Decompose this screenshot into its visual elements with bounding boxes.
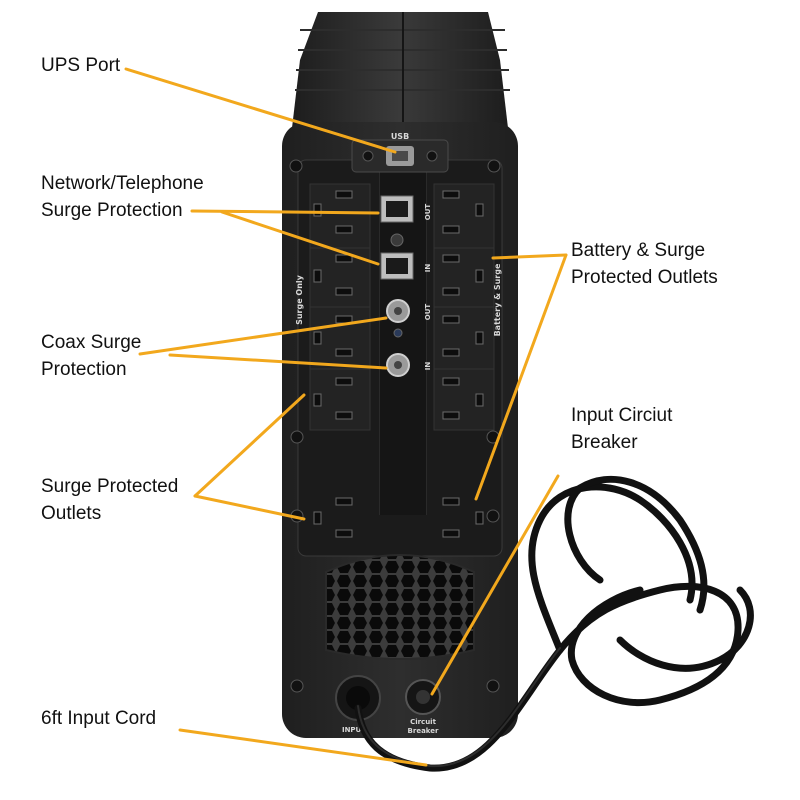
callout-circuit-breaker: Input Circiut Breaker xyxy=(571,402,672,456)
screws xyxy=(289,159,501,693)
network-out-label: OUT xyxy=(424,204,432,221)
callout-coax-line2: Protection xyxy=(41,359,127,380)
leader-coax-out xyxy=(138,316,388,356)
usb-port: USB xyxy=(351,132,449,173)
network-in-label: IN xyxy=(424,264,432,273)
input-label: INPUT xyxy=(342,726,366,734)
leader-battery-upper xyxy=(491,253,568,260)
leader-surge-lower xyxy=(193,494,306,521)
callout-network-line1: Network/Telephone xyxy=(41,173,204,194)
callout-battery-outlets-line1: Battery & Surge xyxy=(571,240,706,261)
coax-connectors: OUT IN xyxy=(386,299,432,377)
leader-network-in xyxy=(220,210,380,266)
callout-circuit-breaker-line2: Breaker xyxy=(571,432,638,453)
surge-only-outlets: Surge Only xyxy=(295,183,371,538)
leader-ups-port xyxy=(124,67,397,154)
circuit-breaker: Circuit Breaker xyxy=(405,679,441,735)
network-jacks: OUT IN xyxy=(380,195,432,280)
leader-coax-in xyxy=(168,353,388,370)
callout-surge-outlets-line1: Surge Protected xyxy=(41,476,179,497)
callout-ups-port: UPS Port xyxy=(41,52,120,79)
callout-input-cord-line1: 6ft Input Cord xyxy=(41,708,157,729)
leader-lines xyxy=(124,67,568,767)
callout-battery-outlets: Battery & Surge Protected Outlets xyxy=(571,237,718,291)
coax-in-label: IN xyxy=(424,362,432,371)
callout-surge-outlets: Surge Protected Outlets xyxy=(41,473,178,527)
circuit-label: Circuit xyxy=(410,718,437,726)
callout-circuit-breaker-line1: Input Circiut xyxy=(571,405,673,426)
callout-network-line2: Surge Protection xyxy=(41,200,183,221)
callout-coax-line1: Coax Surge xyxy=(41,332,142,353)
leader-circuit-breaker xyxy=(430,474,560,696)
battery-surge-outlets: Battery & Surge xyxy=(433,183,502,538)
leader-surge-upper xyxy=(193,393,306,498)
usb-label: USB xyxy=(391,132,409,141)
coax-out-label: OUT xyxy=(424,304,432,321)
leader-network-out xyxy=(190,209,380,215)
battery-surge-label: Battery & Surge xyxy=(493,263,502,336)
callout-input-cord: 6ft Input Cord xyxy=(41,705,156,732)
callout-coax: Coax Surge Protection xyxy=(41,329,141,383)
callout-battery-outlets-line2: Protected Outlets xyxy=(571,267,718,288)
surge-only-label: Surge Only xyxy=(295,274,304,325)
power-cord xyxy=(354,475,754,772)
callout-surge-outlets-line2: Outlets xyxy=(41,503,102,524)
callout-network-telephone: Network/Telephone Surge Protection xyxy=(41,170,204,224)
callout-ups-port-line1: UPS Port xyxy=(41,55,121,76)
breaker-label: Breaker xyxy=(408,727,439,735)
ups-top-housing xyxy=(292,12,510,128)
leader-input-cord xyxy=(178,728,428,767)
fan-grille xyxy=(325,554,475,660)
input-socket: INPUT xyxy=(335,675,381,734)
leader-battery-lower xyxy=(474,253,568,501)
